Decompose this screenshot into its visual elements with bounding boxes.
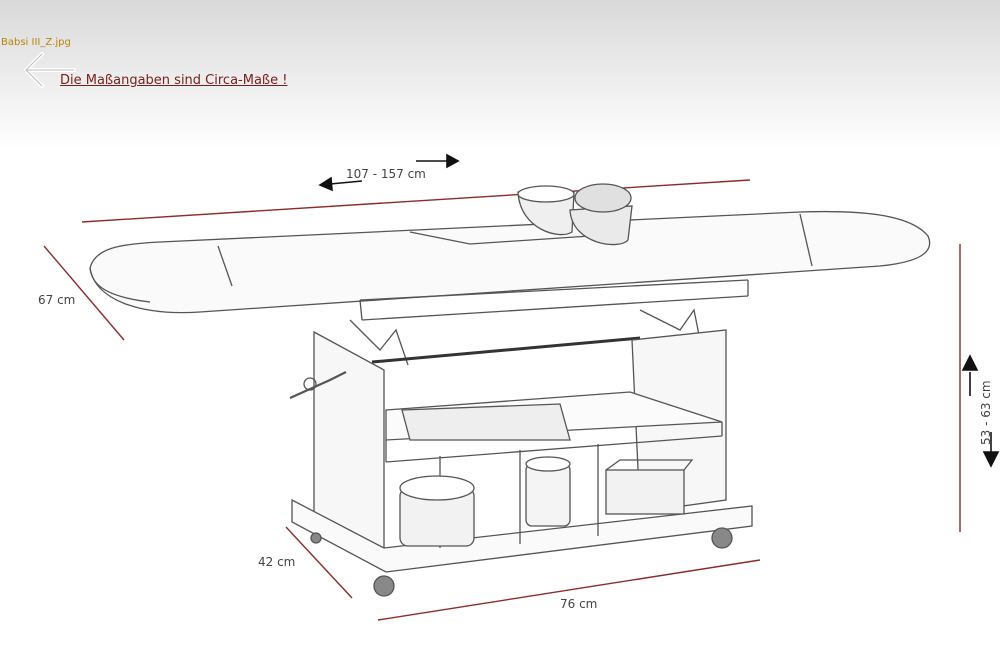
base-width-label: 76 cm [560,597,597,611]
depth-dimension-line [43,245,125,341]
dimension-lines [43,179,961,621]
length-arrows [318,153,460,192]
shelf-depth-dimension-line [285,526,353,599]
base-width-dimension-line [377,559,761,621]
height-label: 53 - 63 cm [979,380,993,445]
length-label: 107 - 157 cm [346,167,426,181]
arrow-left-icon[interactable] [18,48,78,92]
dimension-note-link[interactable]: Die Maßangaben sind Circa-Maße ! [60,73,288,88]
image-filename: Babsi III_Z.jpg [1,37,71,48]
length-dimension-line [81,179,751,223]
coffee-table-sketch [89,183,931,597]
shelf-depth-label: 42 cm [258,555,295,569]
depth-label: 67 cm [38,293,75,307]
header-background [0,0,1000,150]
height-arrows [961,354,1000,468]
